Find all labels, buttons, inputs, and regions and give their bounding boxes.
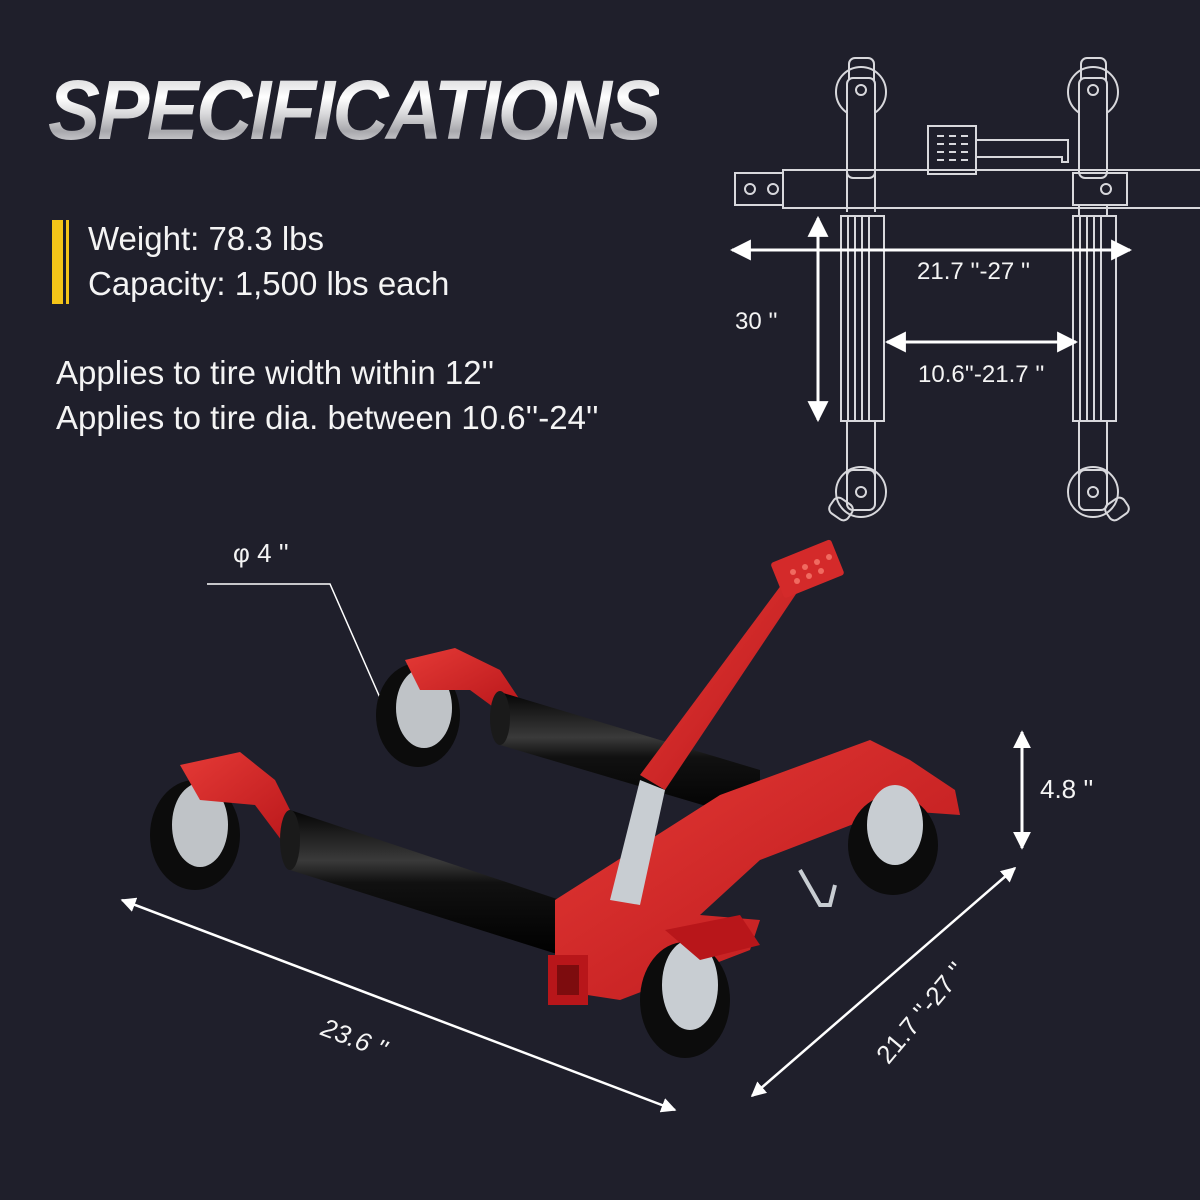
applicability-block: Applies to tire width within 12'' Applie… <box>56 350 599 440</box>
width-arrow-3d <box>750 867 1017 1097</box>
wheel-diameter-label: φ 4 '' <box>233 538 289 568</box>
height-label: 4.8 '' <box>1040 774 1094 804</box>
wheel-leader-line <box>207 583 382 701</box>
outer-width-label: 21.7 ''-27 '' <box>917 258 1031 285</box>
length-arrow-3d <box>120 897 677 1113</box>
tire-width-note: Applies to tire width within 12'' <box>56 354 495 391</box>
page-title: SPECIFICATIONS <box>48 63 661 157</box>
tire-diameter-note: Applies to tire dia. between 10.6''-24'' <box>56 399 599 436</box>
capacity-spec: Capacity: 1,500 lbs each <box>88 265 450 302</box>
inner-width-label: 10.6''-21.7 '' <box>918 361 1045 388</box>
weight-spec: Weight: 78.3 lbs <box>88 220 325 257</box>
length-label: 30 '' <box>735 308 778 335</box>
accent-bar <box>52 220 66 304</box>
spec-block: Weight: 78.3 lbs Capacity: 1,500 lbs eac… <box>52 216 449 306</box>
